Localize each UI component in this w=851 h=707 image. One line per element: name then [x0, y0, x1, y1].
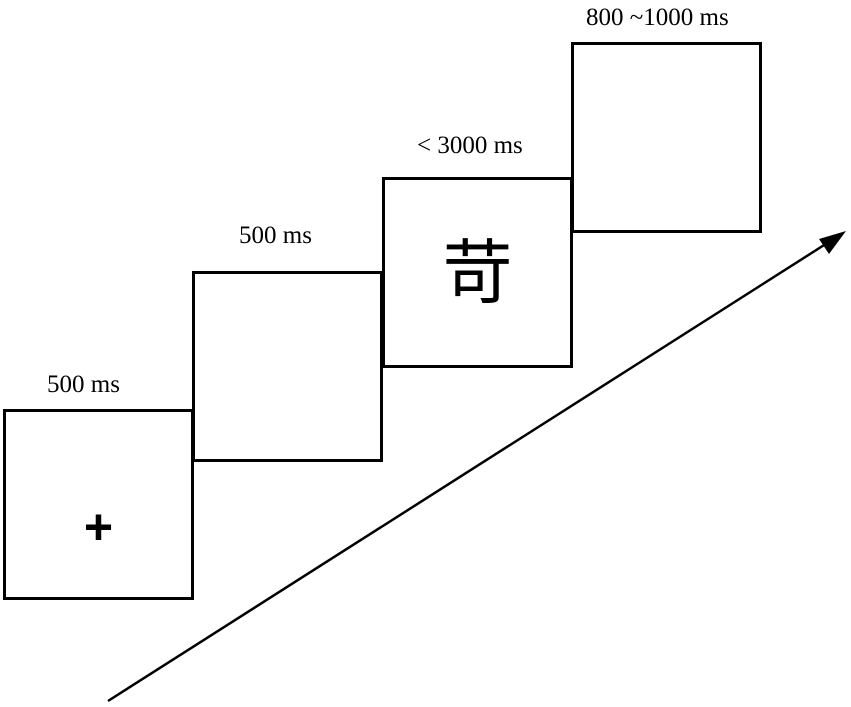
frame-4-duration-label: 800 ~1000 ms: [586, 4, 729, 31]
stimulus-character: 苛: [442, 231, 513, 314]
blank-frame-1: [192, 271, 383, 462]
frame-1-duration-label: 500 ms: [47, 371, 120, 398]
blank-frame-1-content: [195, 274, 380, 459]
blank-frame-2: [571, 42, 762, 233]
stimulus-frame: 苛: [382, 177, 573, 368]
frame-2-duration-label: 500 ms: [239, 222, 312, 249]
frame-3-duration-label: < 3000 ms: [417, 132, 523, 159]
fixation-frame: +: [3, 409, 194, 600]
time-arrow-head: [819, 231, 846, 254]
fixation-cross: +: [83, 498, 114, 555]
blank-frame-2-content: [574, 45, 759, 230]
